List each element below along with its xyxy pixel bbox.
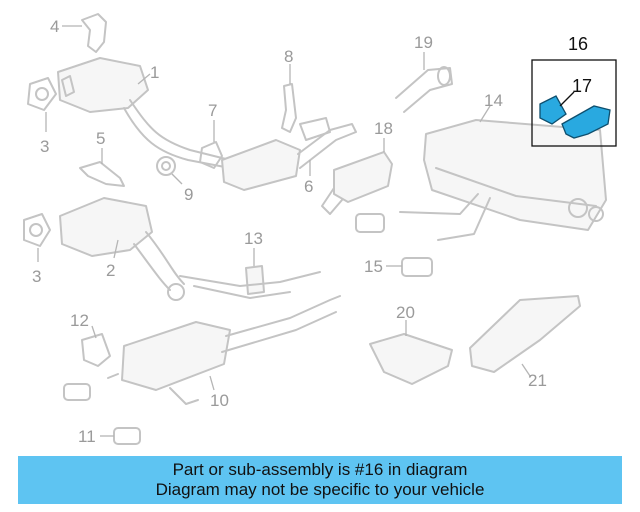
callout-11[interactable]: 11 <box>78 427 96 446</box>
callout-8[interactable]: 8 <box>284 47 293 66</box>
part-12-bracket: 12 <box>70 311 111 367</box>
part-16-bracket[interactable] <box>561 105 611 139</box>
part-11-clamps: 11 <box>63 383 141 446</box>
callout-9[interactable]: 9 <box>184 185 193 204</box>
part-4-bracket: 4 <box>50 13 107 53</box>
part-20-bracket: 20 <box>369 303 453 385</box>
callout-1[interactable]: 1 <box>150 63 159 82</box>
part-10-muffler-assembly: 10 <box>107 271 341 410</box>
part-21-heat-shield: 21 <box>469 295 581 390</box>
part-14-rear-muffler: 14 <box>399 91 607 241</box>
part-2-catalytic-converter: 2 <box>59 197 185 301</box>
info-banner: Part or sub-assembly is #16 in diagram D… <box>18 456 622 504</box>
part-5-hanger: 5 <box>79 129 125 187</box>
callout-18[interactable]: 18 <box>374 119 393 138</box>
callout-21[interactable]: 21 <box>528 371 547 390</box>
part-6-catalytic-converter: 6 <box>221 117 357 196</box>
callout-5[interactable]: 5 <box>96 129 105 148</box>
part-18-muffler: 18 <box>321 119 393 215</box>
part-17-rubber-mount[interactable] <box>539 95 567 125</box>
callout-20[interactable]: 20 <box>396 303 415 322</box>
callout-16[interactable]: 16 <box>568 34 588 54</box>
part-16-highlighted[interactable]: 16 17 <box>531 34 617 147</box>
clamp-near-muffler <box>355 213 385 233</box>
callout-19[interactable]: 19 <box>414 33 433 52</box>
callout-2[interactable]: 2 <box>106 261 115 280</box>
callout-15[interactable]: 15 <box>364 257 383 276</box>
part-3-gasket-lower: 3 <box>23 213 51 286</box>
part-9-clamp: 9 <box>156 156 193 204</box>
part-7-gasket: 7 <box>199 101 223 169</box>
callout-7[interactable]: 7 <box>208 101 217 120</box>
callout-13[interactable]: 13 <box>244 229 263 248</box>
callout-12[interactable]: 12 <box>70 311 89 330</box>
callout-10[interactable]: 10 <box>210 391 229 410</box>
part-16-frame <box>531 59 617 147</box>
part-15-clamp: 15 <box>364 257 433 277</box>
banner-line-2: Diagram may not be specific to your vehi… <box>155 480 485 499</box>
banner-line-1: Part or sub-assembly is #16 in diagram <box>172 460 468 479</box>
exhaust-system-diagram: 4 1 3 5 9 7 8 <box>23 13 617 446</box>
callout-17[interactable]: 17 <box>572 76 592 96</box>
part-8-bracket: 8 <box>281 47 297 133</box>
callout-14[interactable]: 14 <box>484 91 503 110</box>
callout-3-lower[interactable]: 3 <box>32 267 41 286</box>
part-1-catalytic-converter: 1 <box>57 57 231 169</box>
part-3-gasket-upper: 3 <box>27 77 57 156</box>
part-19-tail-tip: 19 <box>395 33 453 113</box>
callout-3-upper[interactable]: 3 <box>40 137 49 156</box>
callout-6[interactable]: 6 <box>304 177 313 196</box>
callout-4[interactable]: 4 <box>50 17 59 36</box>
